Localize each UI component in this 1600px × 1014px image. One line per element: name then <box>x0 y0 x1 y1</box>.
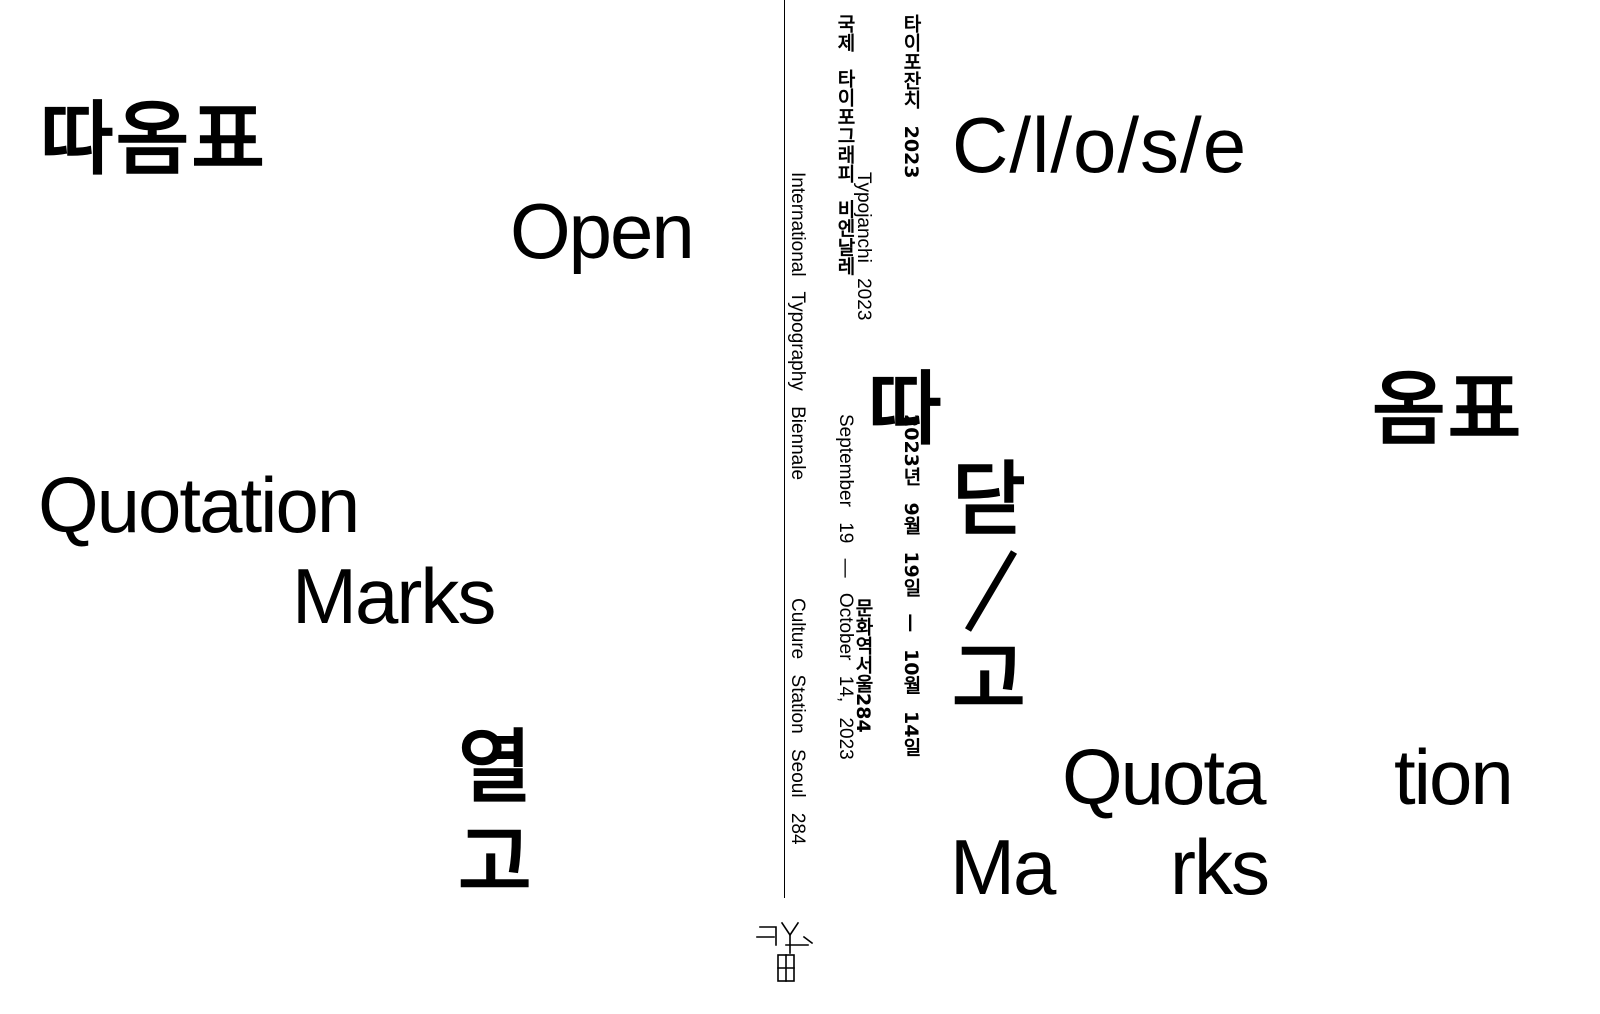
left-word-marks: Marks <box>292 552 496 640</box>
typojanchi-logo-icon <box>756 921 814 982</box>
spine-line-8: Culture Station Seoul 284 <box>787 598 808 845</box>
left-word-quotation: Quotation <box>38 461 360 549</box>
left-korean-go: 고 <box>458 816 532 909</box>
spine-korean-title-block: 타이포잔치 2023 국제 타이포그래피 비엔날레 <box>790 14 966 275</box>
spine-venue-block: 문화역서울284 Culture Station Seoul 284 <box>742 598 918 845</box>
left-title-korean: 따옴표 <box>40 93 267 186</box>
left-korean-yeol: 열 <box>458 721 532 814</box>
spine-line-6: September 19 — October 14, 2023 <box>835 414 856 760</box>
right-korean-go: 고 <box>952 633 1026 726</box>
spine-line-7: 문화역서울284 <box>852 598 874 733</box>
spine-english-title-block: Typojanchi 2023 International Typography… <box>742 172 918 480</box>
spine-dates-block: 2023년 9월 19일 — 10월 14일 September 19 — Oc… <box>790 414 966 760</box>
right-korean-eumpyo: 옴표 <box>1372 363 1524 456</box>
right-word-tion: tion <box>1394 733 1514 821</box>
right-word-quota: Quota <box>1062 733 1266 821</box>
spine-divider <box>784 0 785 898</box>
spine-line-3: Typojanchi 2023 <box>853 172 874 321</box>
right-korean-tta: 따 <box>868 363 942 456</box>
right-word-ma: Ma <box>950 823 1056 911</box>
spine-line-4: International Typography Biennale <box>787 172 808 481</box>
spine-line-1: 타이포잔치 2023 <box>900 14 922 179</box>
right-korean-dat: 닫 <box>952 453 1026 546</box>
right-word-close: C/l/o/s/e <box>952 101 1248 189</box>
spine-line-5: 2023년 9월 19일 — 10월 14일 <box>900 414 922 757</box>
spine-line-2: 국제 타이포그래피 비엔날레 <box>834 14 856 276</box>
slash-icon <box>964 550 1018 632</box>
right-word-rks: rks <box>1170 823 1270 911</box>
left-word-open: Open <box>510 187 695 275</box>
